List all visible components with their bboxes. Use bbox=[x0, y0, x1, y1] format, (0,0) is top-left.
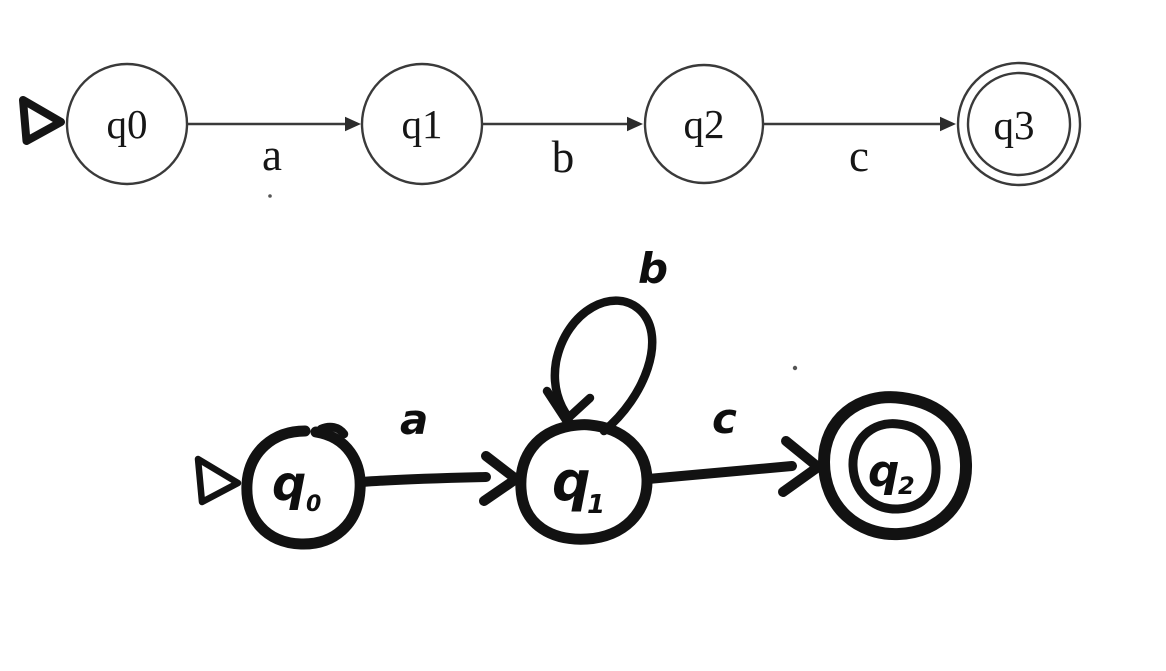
ink-speck bbox=[792, 365, 798, 371]
state-label-q0: q bbox=[272, 456, 306, 512]
state-sublabel-q1: 1 bbox=[587, 490, 605, 520]
transition-label-a: a bbox=[400, 395, 428, 444]
start-arrow-icon bbox=[194, 455, 242, 506]
state-circle-q0 bbox=[65, 62, 189, 186]
state-circle-q2 bbox=[643, 63, 765, 185]
state-label-q2: q2 bbox=[684, 101, 725, 147]
state-label-q1: q bbox=[552, 450, 591, 513]
handdrawn-dfa-diagram: q 0 a q 1 b c q 2 bbox=[194, 244, 973, 550]
arrowhead-icon bbox=[627, 116, 643, 132]
state-label-q3: q3 bbox=[994, 102, 1035, 148]
state-circle-q3-outer bbox=[956, 61, 1082, 187]
transition-label-c: c bbox=[849, 131, 869, 181]
typeset-dfa-diagram: q0 a q1 b q2 c q3 bbox=[19, 61, 1082, 198]
state-circle-q1 bbox=[515, 419, 653, 545]
state-circle-q3-inner bbox=[966, 71, 1072, 177]
state-circle-q2-outer bbox=[818, 391, 973, 541]
arrowhead-icon bbox=[542, 386, 595, 425]
self-loop-arrow-b bbox=[550, 296, 657, 436]
state-circle-q1 bbox=[360, 62, 484, 186]
state-circle-q2-inner bbox=[848, 419, 941, 514]
transition-arrow-c bbox=[643, 461, 797, 484]
arrowhead-icon bbox=[778, 436, 823, 497]
arrowhead-icon bbox=[345, 116, 361, 132]
ink-speck bbox=[268, 194, 272, 198]
state-label-q2: q bbox=[868, 446, 900, 497]
state-sublabel-q0: 0 bbox=[306, 492, 321, 517]
transition-label-a: a bbox=[262, 130, 282, 180]
ink-overlap-stroke bbox=[316, 422, 349, 439]
state-sublabel-q2: 2 bbox=[898, 472, 915, 500]
state-circle-q0 bbox=[241, 425, 366, 550]
arrowhead-icon bbox=[940, 116, 956, 132]
transition-label-b: b bbox=[638, 244, 668, 293]
state-label-q0: q0 bbox=[107, 101, 148, 147]
start-arrow-icon bbox=[19, 96, 65, 145]
transition-label-c: c bbox=[712, 394, 737, 443]
transition-label-b: b bbox=[552, 132, 575, 182]
state-label-q1: q1 bbox=[402, 101, 443, 147]
transition-arrow-a bbox=[357, 472, 491, 487]
